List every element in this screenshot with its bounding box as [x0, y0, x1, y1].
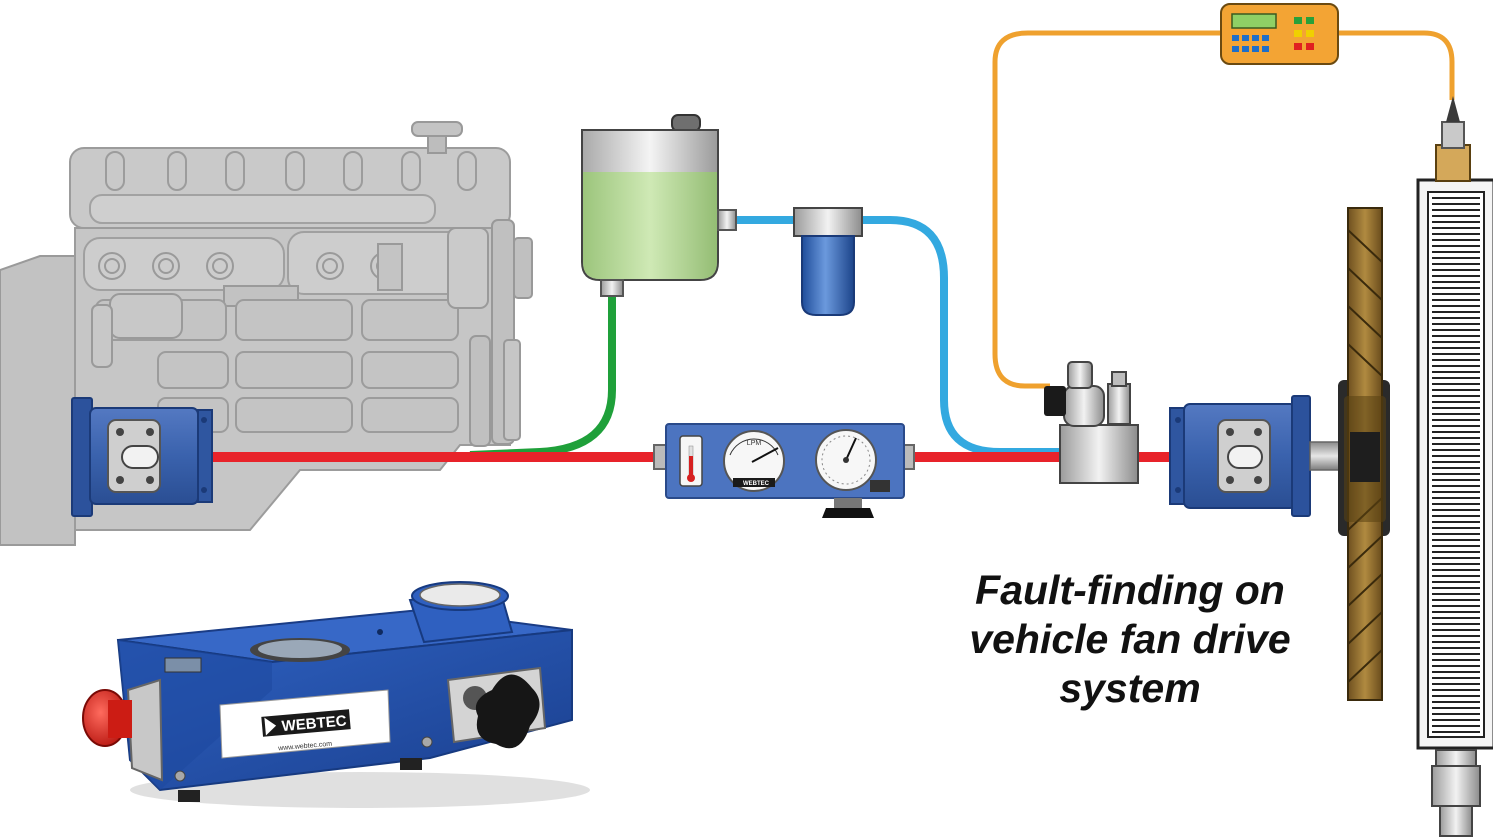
temperature-gauge-icon [679, 435, 703, 487]
solenoid-valve-icon [1044, 361, 1139, 484]
controller-icon [1220, 3, 1339, 65]
caption-line-1: Fault-finding on [975, 567, 1285, 613]
pressure-dial-icon [815, 429, 877, 491]
filter-icon [793, 207, 863, 316]
hydraulic-pump-icon [71, 397, 213, 517]
signal-cable [992, 30, 1455, 389]
loading-valve-knob-icon [822, 480, 890, 518]
radiator-icon [1416, 96, 1493, 837]
flow-tester-product-photo: WEBTEC www.webtec.com [82, 581, 590, 808]
caption-line-2: vehicle fan drive [969, 616, 1291, 662]
cooling-fan-icon [1338, 207, 1390, 701]
flow-dial-brand: WEBTEC [743, 481, 770, 487]
product-brand-label: WEBTEC [281, 712, 347, 735]
hydraulic-motor-icon [1169, 395, 1349, 517]
product-website-label: www.webtec.com [277, 741, 333, 753]
flow-meter-dial-icon: LPM WEBTEC [723, 430, 785, 492]
flow-unit-label: LPM [747, 440, 762, 447]
flow-tester-icon: LPM WEBTEC [653, 423, 915, 518]
suction-line [469, 292, 616, 459]
return-line [735, 216, 1062, 456]
diagram-caption: Fault-finding on vehicle fan drive syste… [940, 566, 1320, 713]
reservoir-tank-icon [581, 114, 737, 297]
caption-line-3: system [1059, 665, 1201, 711]
